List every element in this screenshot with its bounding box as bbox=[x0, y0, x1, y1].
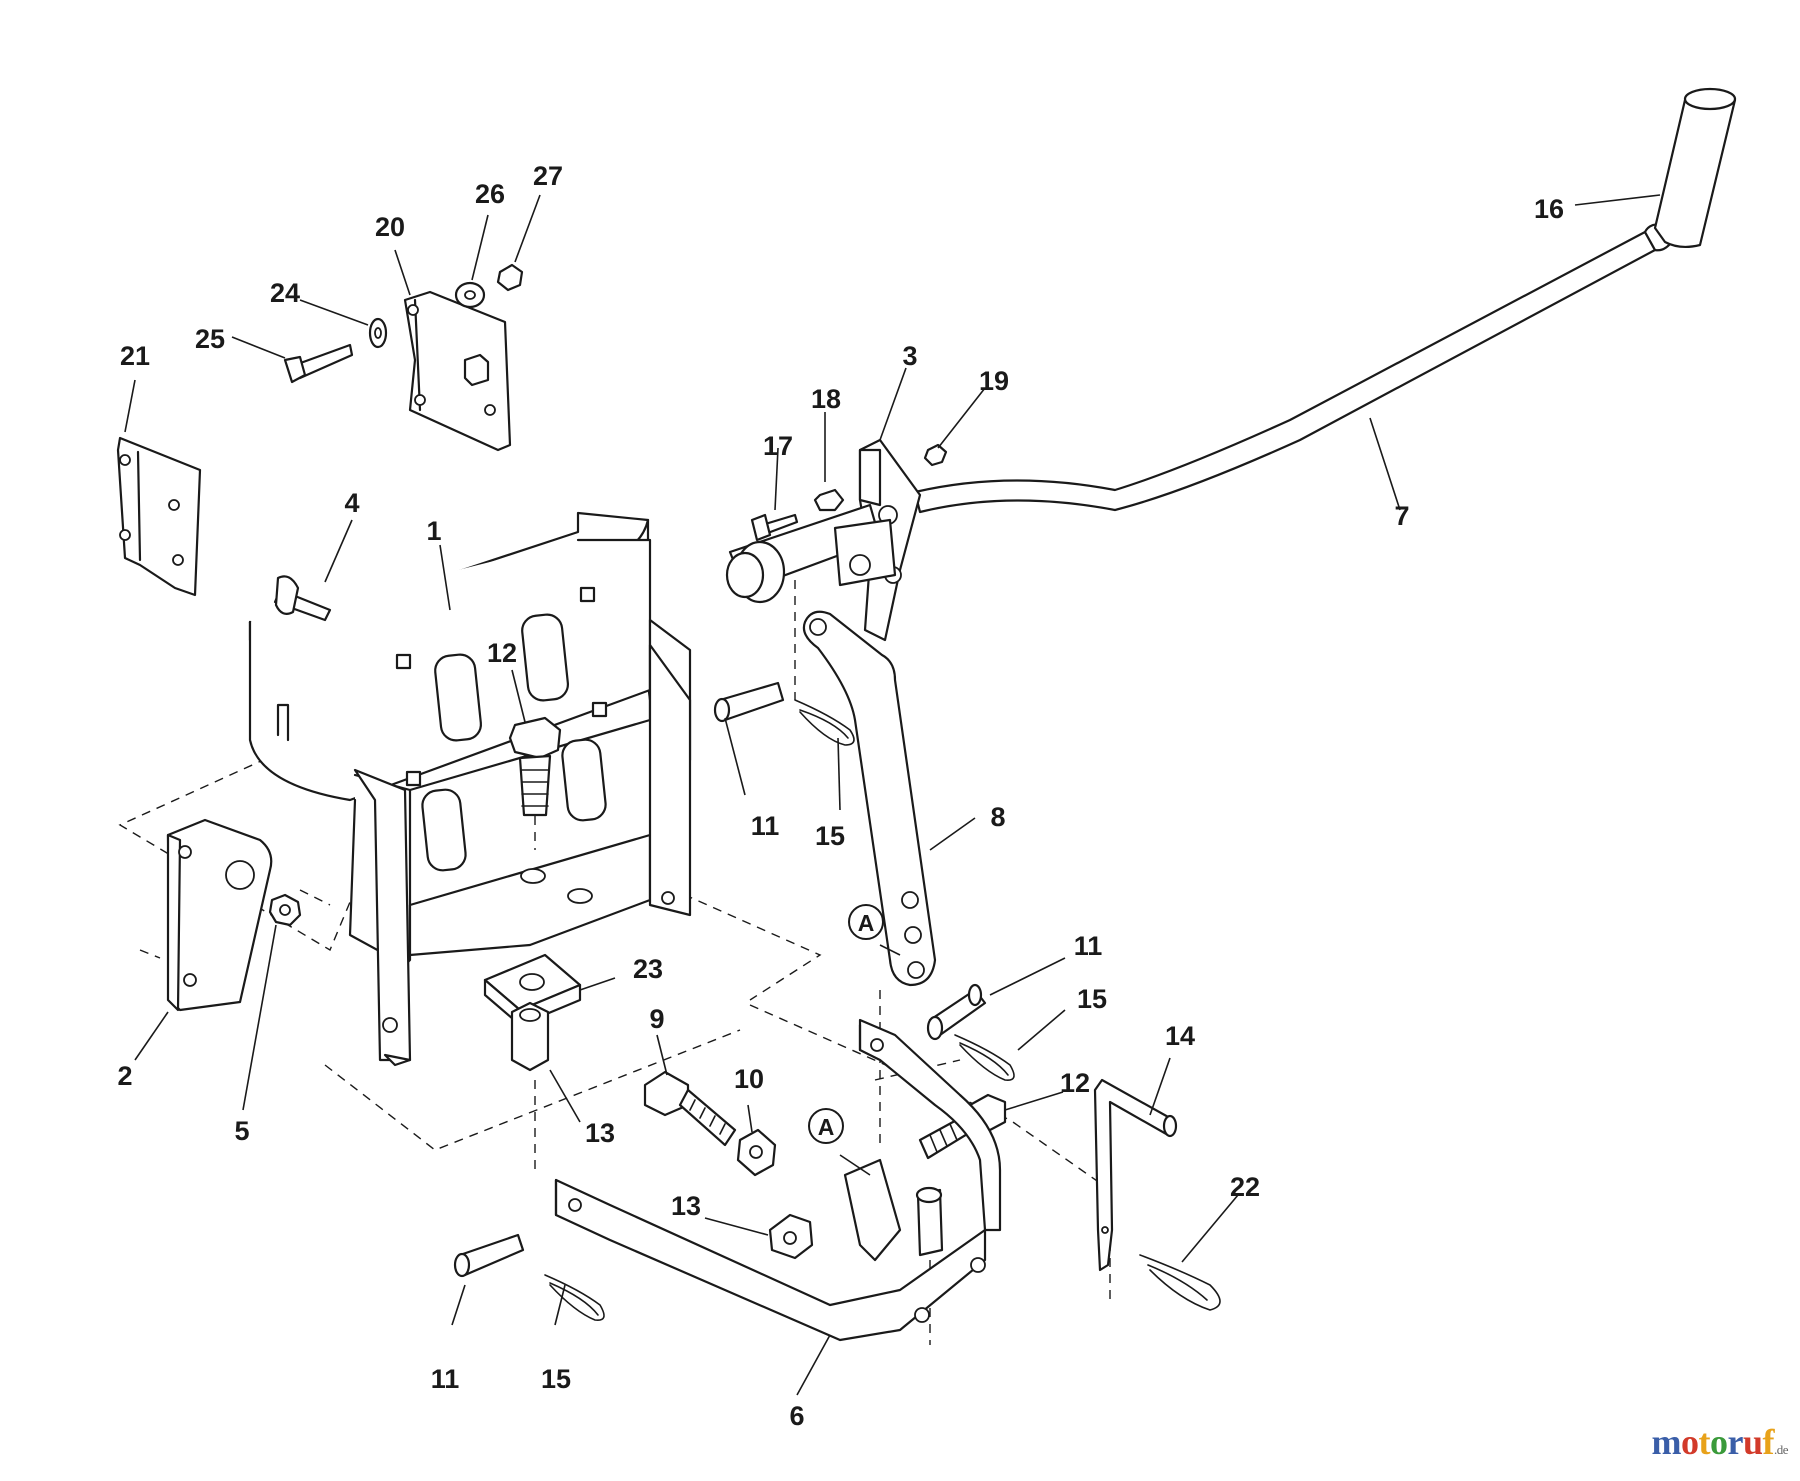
bolt-part-9 bbox=[643, 1070, 737, 1147]
callout-23: 23 bbox=[633, 954, 663, 984]
callout-15-upper: 15 bbox=[815, 821, 845, 851]
clip-part-15-upper bbox=[794, 699, 855, 746]
bolt-part-25 bbox=[283, 343, 354, 384]
callout-15-lower: 15 bbox=[541, 1364, 571, 1394]
callout-11-upper: 11 bbox=[751, 811, 780, 841]
clip-part-22 bbox=[1139, 1254, 1221, 1311]
callout-18: 18 bbox=[811, 384, 841, 414]
callout-11-lower: 11 bbox=[431, 1364, 460, 1394]
callout-10: 10 bbox=[734, 1064, 764, 1094]
wm-letter-0: m bbox=[1651, 1422, 1681, 1462]
callout-12-lower: 12 bbox=[1060, 1068, 1090, 1098]
lower-link-part-6 bbox=[554, 1018, 1002, 1342]
nut-part-13-left bbox=[510, 1001, 550, 1072]
callout-14: 14 bbox=[1165, 1021, 1195, 1051]
callout-20: 20 bbox=[375, 212, 405, 242]
callout-11-right: 11 bbox=[1074, 931, 1103, 961]
callout-3: 3 bbox=[902, 341, 917, 371]
callout-21: 21 bbox=[120, 341, 150, 371]
nut-part-19 bbox=[923, 443, 948, 467]
lift-arm-part-8 bbox=[802, 610, 937, 987]
wm-letter-1: o bbox=[1680, 1422, 1699, 1462]
reference-marker-a-lower: A bbox=[808, 1108, 844, 1144]
clip-part-15-lower bbox=[544, 1274, 605, 1322]
callout-26: 26 bbox=[475, 179, 505, 209]
plate-part-20 bbox=[403, 290, 512, 452]
plate-part-23 bbox=[483, 953, 582, 1027]
lockwasher-part-26 bbox=[454, 281, 486, 309]
callout-2: 2 bbox=[117, 1061, 132, 1091]
handle-grip-part-16 bbox=[1653, 87, 1737, 249]
pin-part-11-upper bbox=[713, 681, 785, 723]
watermark-logo: motoruf.de bbox=[1651, 1421, 1788, 1463]
svg-text:A: A bbox=[858, 910, 875, 936]
wm-letter-3: o bbox=[1709, 1422, 1728, 1462]
nut-part-27 bbox=[496, 263, 524, 292]
leader-lines bbox=[124, 194, 1661, 1396]
callout-5: 5 bbox=[234, 1116, 249, 1146]
callout-7: 7 bbox=[1394, 501, 1409, 531]
wm-letter-6: f bbox=[1762, 1422, 1774, 1462]
pin-part-11-right bbox=[926, 983, 987, 1041]
callout-27: 27 bbox=[533, 161, 563, 191]
callout-25: 25 bbox=[195, 324, 225, 354]
wm-letter-2: t bbox=[1698, 1422, 1710, 1462]
nut-part-10 bbox=[736, 1128, 777, 1177]
callout-13-center: 13 bbox=[671, 1191, 701, 1221]
nut-part-18 bbox=[813, 488, 845, 512]
plate-part-21 bbox=[116, 436, 202, 597]
callout-17: 17 bbox=[763, 431, 793, 461]
clip-part-15-right bbox=[954, 1034, 1015, 1082]
main-bracket-part-1 bbox=[248, 511, 692, 1067]
wm-suffix: .de bbox=[1773, 1442, 1789, 1457]
callout-19: 19 bbox=[979, 366, 1009, 396]
nut-part-5 bbox=[268, 893, 302, 927]
callout-8: 8 bbox=[990, 802, 1005, 832]
carriage-bolt-part-4 bbox=[273, 575, 332, 622]
callout-1: 1 bbox=[426, 516, 441, 546]
callout-16: 16 bbox=[1534, 194, 1564, 224]
side-plate-part-2 bbox=[166, 818, 273, 1012]
callout-12-upper: 12 bbox=[487, 638, 517, 668]
callout-13-left: 13 bbox=[585, 1118, 615, 1148]
bolt-part-12-upper bbox=[508, 716, 562, 817]
callout-6: 6 bbox=[789, 1401, 804, 1431]
callout-22: 22 bbox=[1230, 1172, 1260, 1202]
wm-letter-5: u bbox=[1742, 1422, 1763, 1462]
callout-numbers: 1 2 3 4 5 6 7 8 9 10 11 11 11 12 12 13 1… bbox=[117, 161, 1564, 1431]
callout-4: 4 bbox=[344, 488, 359, 518]
callout-24: 24 bbox=[270, 278, 300, 308]
reference-marker-a-upper: A bbox=[848, 904, 884, 940]
nut-part-13-center bbox=[768, 1213, 814, 1260]
pin-part-11-lower bbox=[453, 1233, 525, 1278]
washer-part-24 bbox=[368, 317, 388, 349]
lift-handle-part-7 bbox=[913, 223, 1675, 514]
bolt-part-17 bbox=[750, 513, 799, 542]
svg-text:A: A bbox=[818, 1114, 835, 1140]
wm-letter-4: r bbox=[1727, 1422, 1743, 1462]
callout-9: 9 bbox=[649, 1004, 664, 1034]
pin-rod-part-14 bbox=[1093, 1078, 1178, 1272]
pivot-shaft bbox=[725, 503, 897, 604]
callout-15-right: 15 bbox=[1077, 984, 1107, 1014]
